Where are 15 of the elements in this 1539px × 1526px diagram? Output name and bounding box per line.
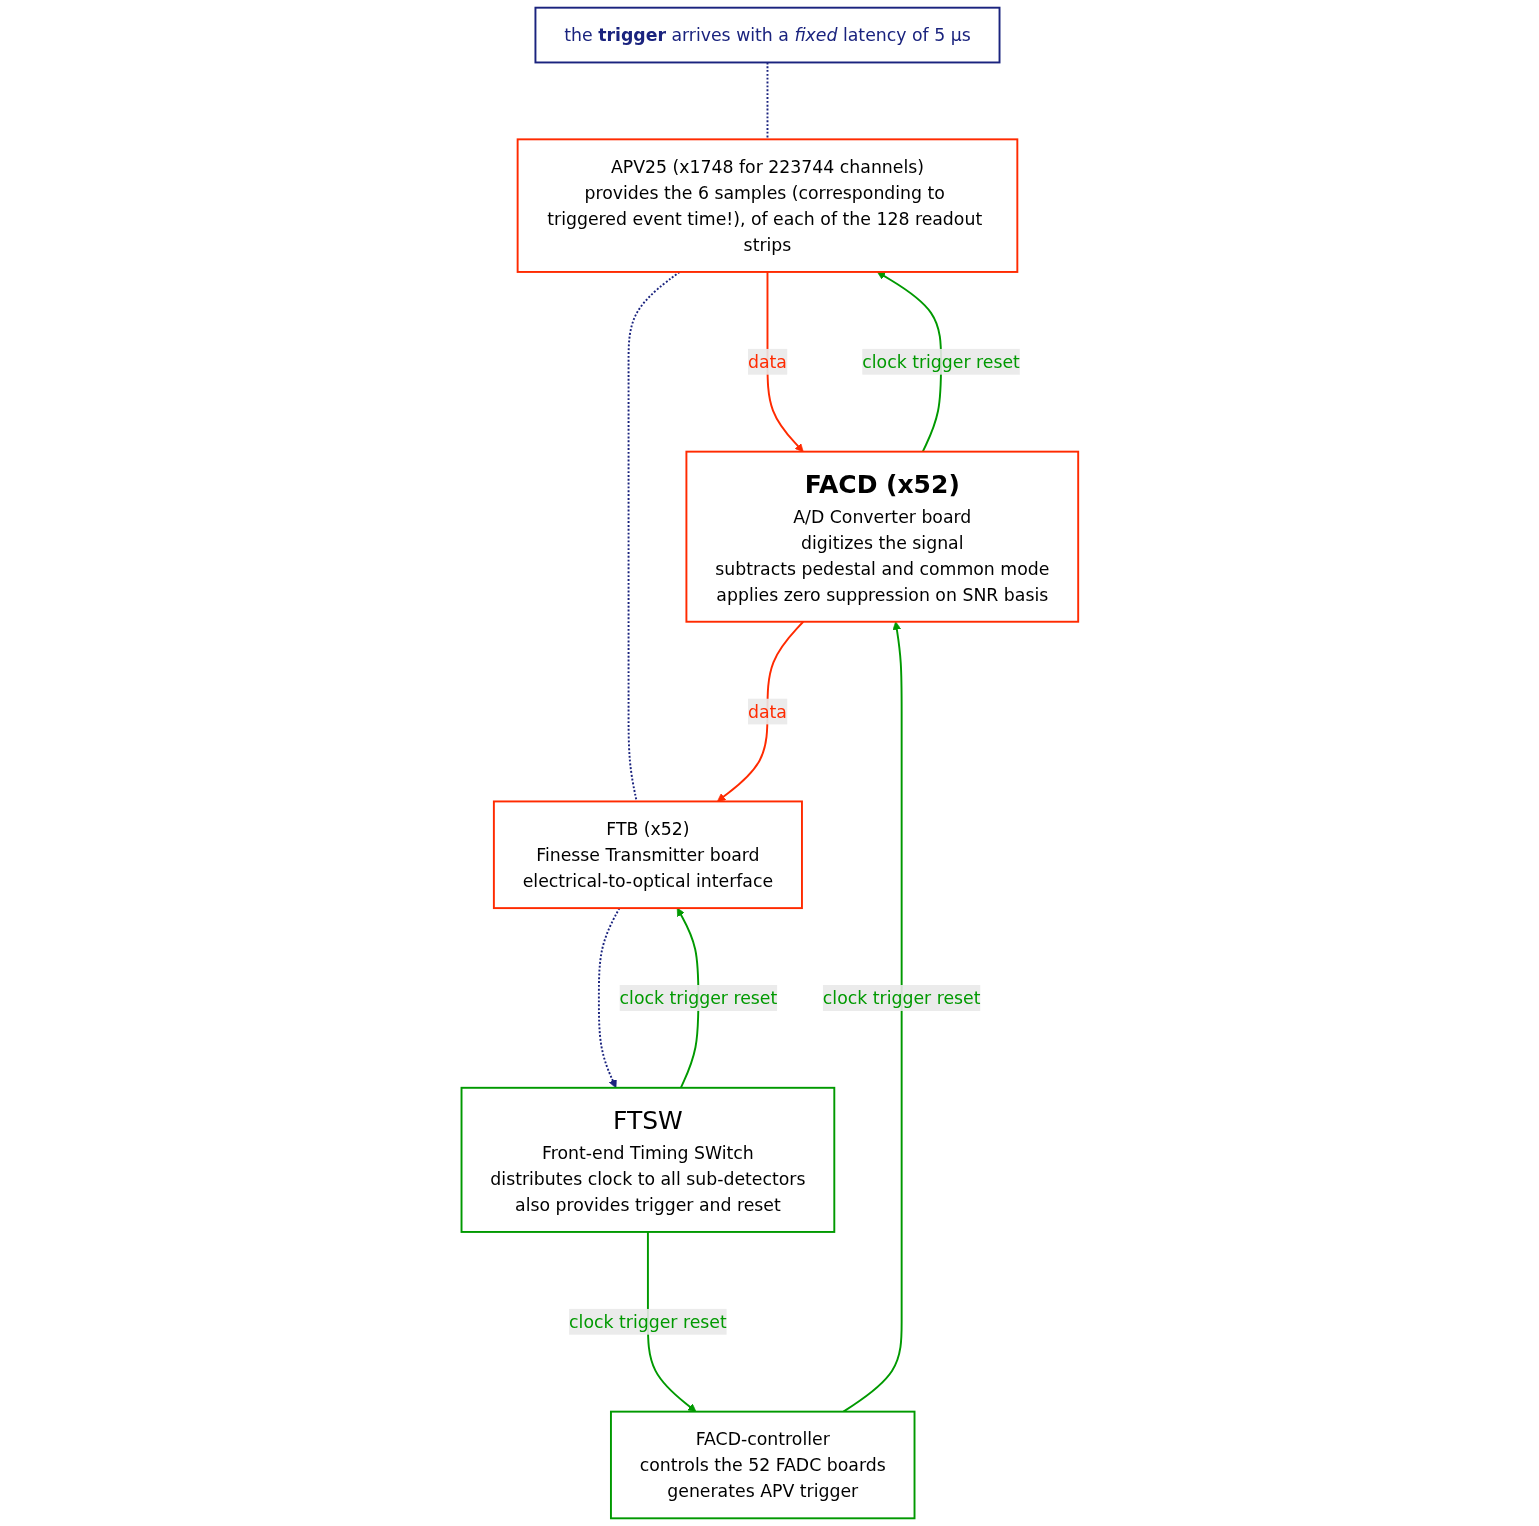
node-box: FTB (x52) Finesse Transmitter board electrical-to-optical interface bbox=[492, 800, 803, 910]
edge-label: clock trigger reset bbox=[568, 1311, 727, 1332]
node-box: FTSW Front-end Timing SWitch distributes clock to all sub-detectors also provides trigger and reset bbox=[460, 1086, 835, 1233]
edge-label: clock trigger reset bbox=[619, 987, 777, 1009]
arrow bbox=[716, 620, 804, 802]
node-box: FACD-controller controls the 52 FADC boards generates APV trigger bbox=[609, 1410, 916, 1520]
arrow bbox=[597, 907, 621, 1089]
edge-label: clock trigger reset bbox=[861, 351, 1020, 372]
node-box: FACD (x52) A/D Converter board digitizes the signal subtracts pedestal and common mode applies zero suppression on SNR basis bbox=[685, 450, 1079, 623]
edge-label: clock trigger reset bbox=[822, 987, 981, 1009]
node-box: APV25 (x1748 for 223744 channels) provides the 6 samples (corresponding to triggered event time!), of each of the 128 readout strips bbox=[516, 138, 1018, 273]
node-box: the trigger arrives with a fixed latency of 5 μs bbox=[534, 6, 1001, 64]
edge-label: data bbox=[747, 351, 787, 372]
edge-label: data bbox=[747, 701, 787, 722]
arrow bbox=[842, 621, 903, 1413]
